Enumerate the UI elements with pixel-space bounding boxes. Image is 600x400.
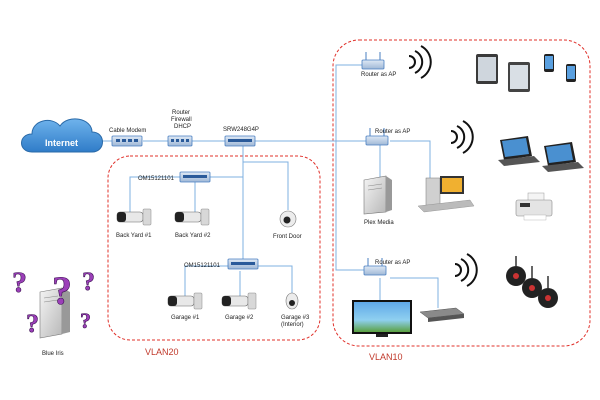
camera-garage-3-sublabel: (Interior) [281, 322, 304, 328]
cable-modem: Cable Modem [109, 128, 146, 147]
question-marks: ? ? ? ? ? [12, 266, 96, 339]
plex-media-label: Plex Media [364, 220, 394, 226]
media-box-icon [419, 307, 465, 322]
wifi-signal-3-icon [454, 253, 478, 287]
camera-backyard-1: Back Yard #1 [116, 208, 152, 239]
question-mark-1-icon: ? [12, 266, 27, 299]
question-mark-2-icon: ? [52, 268, 72, 313]
camera-garage-1: Garage #1 [167, 292, 203, 321]
access-point-2: Router as AP [365, 128, 410, 146]
camera-garage-2-label: Garage #2 [225, 315, 254, 321]
blue-iris-server: Blue Iris [39, 287, 70, 357]
access-point-1: Router as AP [361, 52, 396, 78]
camera-garage-1-label: Garage #1 [171, 315, 200, 321]
laptop-1-icon [498, 136, 540, 166]
blue-iris-label: Blue Iris [42, 351, 64, 357]
question-mark-4-icon: ? [26, 309, 39, 338]
access-point-3-label: Router as AP [375, 260, 410, 266]
router-label: Router [172, 110, 190, 116]
camera-garage-2: Garage #2 [221, 292, 257, 321]
camera-front-door: Front Door [273, 210, 302, 240]
internet-cloud: Internet [21, 118, 103, 153]
camera-backyard-1-label: Back Yard #1 [116, 233, 152, 239]
question-mark-3-icon: ? [82, 267, 95, 296]
phone-2-icon [566, 64, 576, 82]
main-switch-label: SRW248G4P [223, 127, 259, 133]
wifi-signal-2-icon [450, 120, 474, 154]
vlan20-switch-bottom-label: OM15121101 [184, 263, 221, 269]
chromecast-3-icon [538, 276, 558, 308]
tablet-1-icon [476, 54, 498, 84]
question-mark-5-icon: ? [80, 308, 91, 333]
vlan10-zone [332, 39, 591, 347]
firewall-label: Firewall [171, 117, 192, 123]
wifi-signal-1-icon [408, 45, 432, 79]
plex-media-server: Plex Media [363, 175, 394, 226]
printer-icon [515, 192, 553, 221]
vlan20-switch-top: OM15121101 [138, 171, 211, 183]
vlan20-label: VLAN20 [145, 347, 179, 357]
tablet-2-icon [508, 62, 530, 92]
chromecast-2-icon [522, 266, 542, 298]
camera-backyard-2-label: Back Yard #2 [175, 233, 211, 239]
dhcp-label: DHCP [174, 124, 191, 130]
camera-garage-3-label: Garage #3 [281, 315, 310, 321]
main-switch: SRW248G4P [223, 127, 259, 147]
desktop-pc-icon [417, 176, 475, 213]
vlan20-switch-bottom: OM15121101 [184, 258, 259, 270]
camera-garage-3: Garage #3 (Interior) [281, 292, 310, 328]
access-point-1-label: Router as AP [361, 72, 396, 78]
access-point-2-label: Router as AP [375, 129, 410, 135]
access-point-3: Router as AP [363, 258, 410, 276]
vlan20-switch-top-label: OM15121101 [138, 176, 175, 182]
cable-modem-label: Cable Modem [109, 128, 146, 134]
laptop-2-icon [542, 142, 584, 172]
vlan10-label: VLAN10 [369, 352, 403, 362]
tv-icon [352, 300, 412, 337]
internet-label: Internet [45, 138, 78, 148]
chromecast-1-icon [506, 256, 526, 286]
camera-backyard-2: Back Yard #2 [174, 208, 211, 239]
network-links [102, 64, 439, 308]
camera-front-door-label: Front Door [273, 234, 302, 240]
router-firewall: Router Firewall DHCP [167, 110, 193, 147]
phone-1-icon [544, 54, 554, 72]
vlan20-zone [107, 155, 321, 341]
